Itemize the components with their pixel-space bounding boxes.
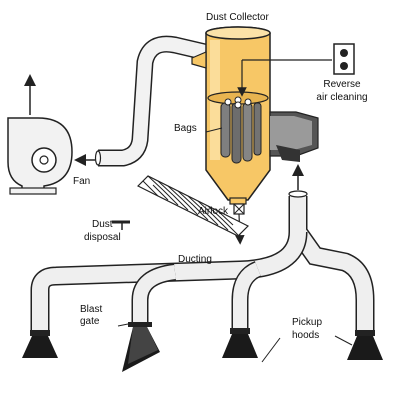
reverse-air-unit — [237, 43, 355, 97]
blast-gate-leader — [117, 323, 129, 327]
label-bags: Bags — [174, 123, 197, 134]
label-dust-disposal-2: disposal — [84, 232, 121, 243]
pickup-hood-3 — [222, 328, 258, 358]
hoods-leader-right — [334, 335, 353, 346]
label-blast-gate-1: Blast — [80, 304, 102, 315]
label-dust-disposal-1: Dust — [92, 219, 113, 230]
label-blast-gate-2: gate — [80, 316, 100, 327]
outlet-duct — [269, 111, 319, 162]
label-reverse-air-1: Reverse — [323, 79, 361, 90]
filter-bags — [220, 102, 262, 164]
pickup-hood-4 — [347, 330, 383, 360]
airlock — [233, 203, 245, 245]
dust-collector — [191, 26, 271, 205]
pickup-hood-1 — [22, 330, 58, 358]
label-pickup-hoods-1: Pickup — [292, 317, 322, 328]
hoods-leader-left — [261, 337, 281, 363]
ducting — [30, 190, 375, 330]
label-airlock: Airlock — [198, 206, 229, 217]
blast-gate — [128, 322, 152, 327]
fan — [7, 117, 73, 195]
label-pickup-hoods-2: hoods — [292, 330, 319, 341]
bags-leader — [205, 127, 223, 133]
pickup-hood-2 — [122, 327, 160, 372]
label-dust-collector: Dust Collector — [206, 12, 269, 23]
label-fan: Fan — [73, 176, 90, 187]
label-ducting: Ducting — [178, 254, 212, 265]
fan-inlet-duct — [94, 35, 207, 167]
screw-conveyor — [112, 175, 250, 237]
label-reverse-air-2: air cleaning — [316, 92, 367, 103]
